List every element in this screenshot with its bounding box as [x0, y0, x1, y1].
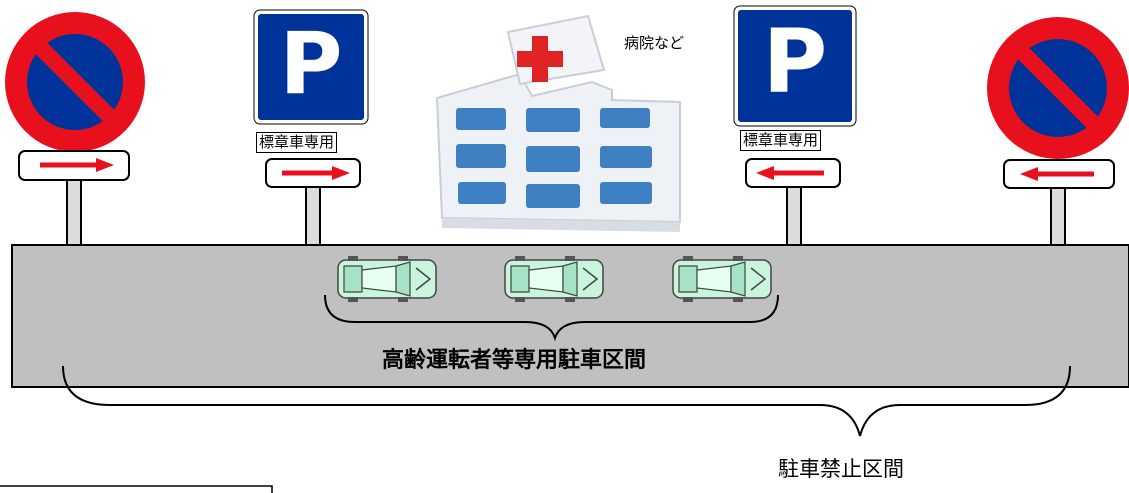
direction-plate-right-arrow [18, 150, 130, 181]
svg-text:P: P [763, 10, 828, 113]
hospital-windows [456, 108, 652, 208]
sign-caption-left: 標章車専用 [256, 132, 338, 153]
no-parking-section-label: 駐車禁止区間 [778, 457, 904, 481]
direction-plate-left-arrow [745, 158, 841, 188]
car [337, 256, 437, 302]
sign-pole [786, 185, 802, 247]
senior-section-brace [324, 294, 779, 342]
no-parking-sign-right [987, 17, 1129, 159]
direction-plate-left-arrow [1003, 159, 1115, 189]
direction-plate-right-arrow [265, 158, 361, 188]
parking-sign-left: P [253, 9, 369, 125]
no-parking-sign-left [5, 12, 145, 152]
hospital-building [435, 14, 681, 232]
sign-pole [1050, 185, 1066, 247]
car [504, 256, 604, 302]
parking-sign-right: P [733, 5, 857, 127]
svg-text:P: P [279, 14, 342, 114]
sign-caption-right: 標章車専用 [740, 130, 822, 151]
car [672, 256, 772, 302]
sign-pole [305, 185, 321, 247]
legend-box-edge [0, 485, 273, 493]
no-parking-section-brace [62, 365, 1071, 440]
senior-section-label: 高齢運転者等専用駐車区間 [382, 348, 647, 373]
hospital-label: 病院など [624, 34, 685, 52]
sign-pole [66, 179, 82, 247]
